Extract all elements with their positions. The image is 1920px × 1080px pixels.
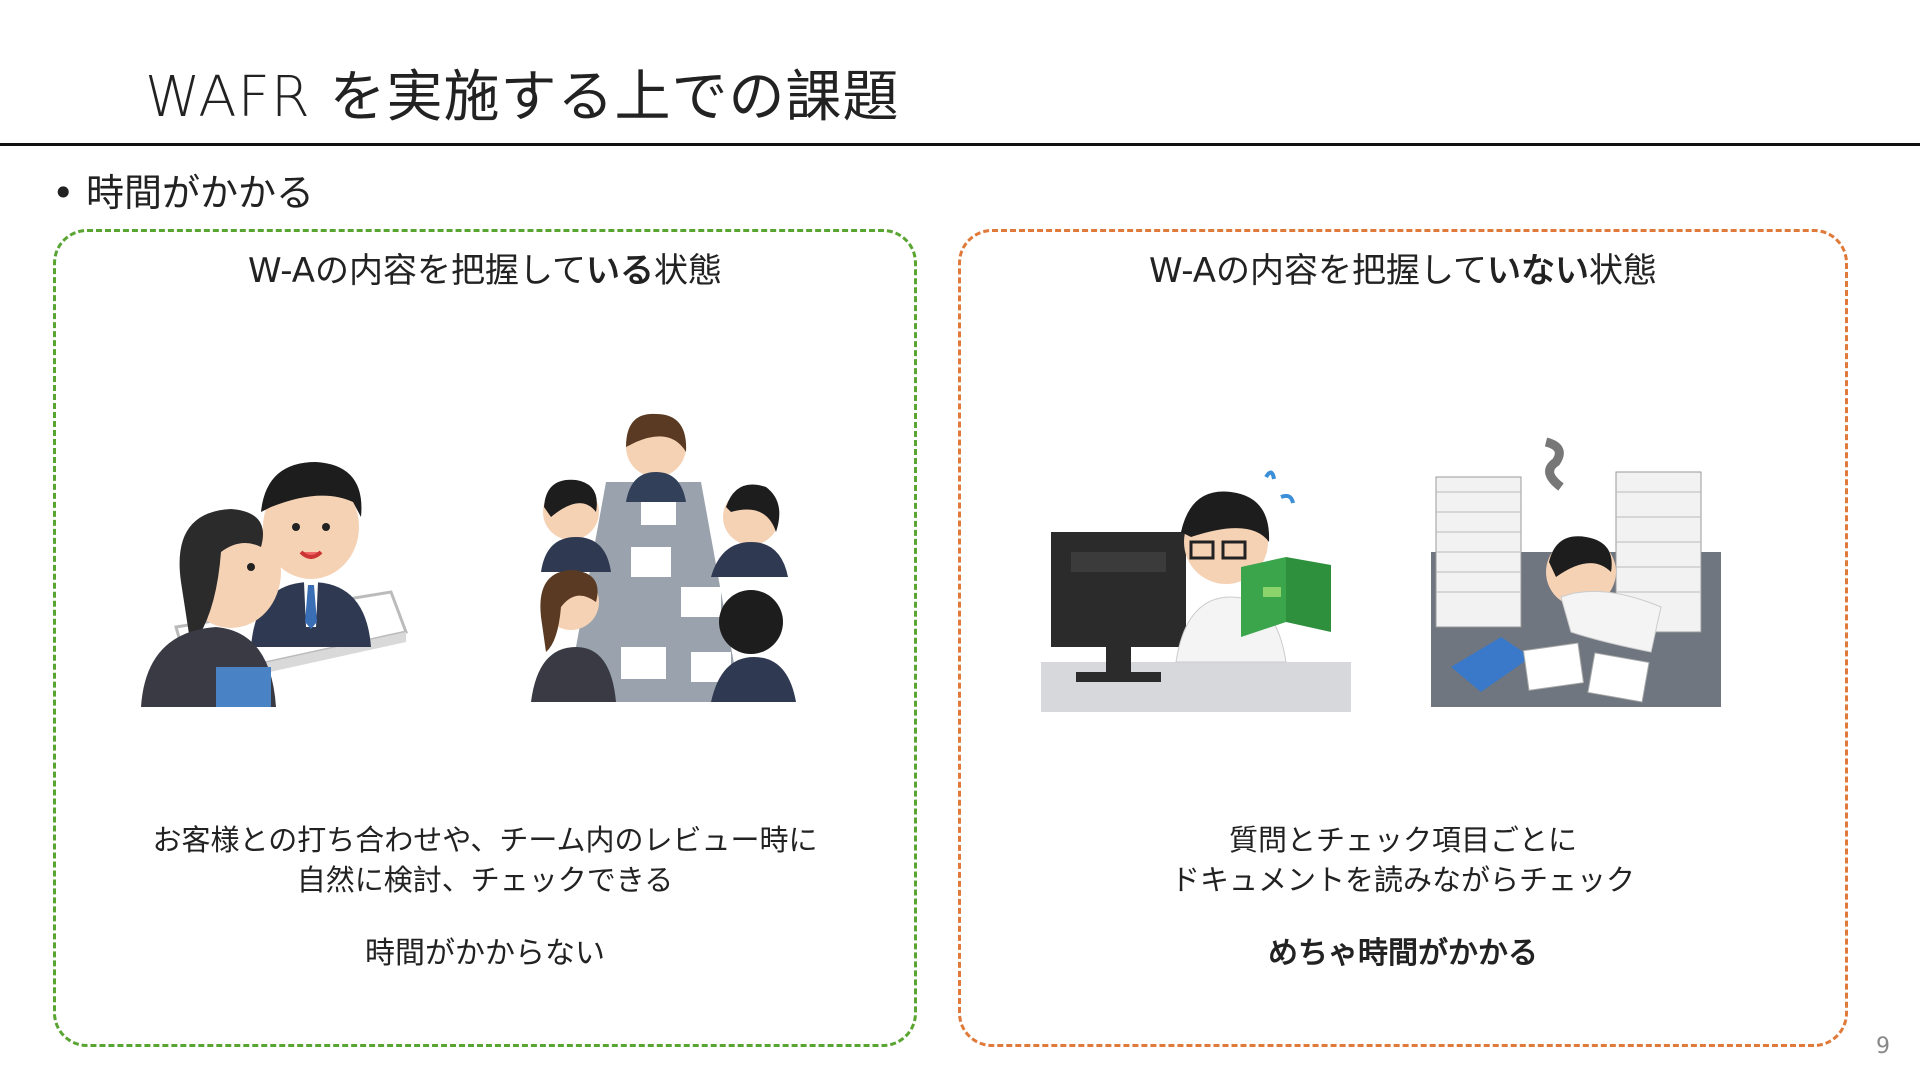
right-description-line-1: 質問とチェック項目ごとに xyxy=(1228,823,1577,857)
left-panel-description: お客様との打ち合わせや、チーム内のレビュー時に 自然に検討、チェックできる xyxy=(56,820,914,900)
team-review-illustration xyxy=(531,413,796,702)
left-panel: W-Aの内容を把握している状態 xyxy=(53,229,917,1047)
right-panel-conclusion: めちゃ時間がかかる xyxy=(1268,936,1538,971)
left-description-line-1: お客様との打ち合わせや、チーム内のレビュー時に xyxy=(152,823,818,857)
title-divider xyxy=(0,143,1920,146)
meeting-illustration xyxy=(141,462,409,707)
page-number: 9 xyxy=(1876,1034,1890,1059)
bullet-item: •時間がかかる xyxy=(52,166,314,220)
right-heading-suffix: 状態 xyxy=(1589,251,1657,291)
right-heading-bold: いない xyxy=(1487,251,1589,291)
left-heading-prefix: W-Aの内容を把握して xyxy=(248,251,586,291)
left-panel-conclusion: 時間がかからない xyxy=(365,936,605,971)
right-panel-description: 質問とチェック項目ごとに ドキュメントを読みながらチェック xyxy=(961,820,1845,900)
left-heading-suffix: 状態 xyxy=(654,251,722,291)
slide-title: WAFR を実施する上での課題 xyxy=(145,65,900,130)
overwhelmed-by-paperwork-illustration xyxy=(1431,437,1721,707)
left-description-line-2: 自然に検討、チェックできる xyxy=(296,863,674,897)
bullet-dot-icon: • xyxy=(52,171,75,215)
right-heading-prefix: W-Aの内容を把握して xyxy=(1149,251,1487,291)
right-panel: W-Aの内容を把握していない状態 xyxy=(958,229,1848,1047)
reading-manual-illustration xyxy=(1041,470,1351,712)
right-description-line-2: ドキュメントを読みながらチェック xyxy=(1170,863,1635,897)
right-panel-heading: W-Aの内容を把握していない状態 xyxy=(961,246,1845,296)
left-heading-bold: いる xyxy=(586,251,654,291)
bullet-text: 時間がかかる xyxy=(86,171,315,215)
left-panel-heading: W-Aの内容を把握している状態 xyxy=(56,246,914,296)
